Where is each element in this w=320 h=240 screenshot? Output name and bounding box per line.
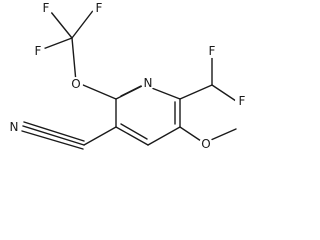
atom-label-o-ether: O: [71, 77, 80, 91]
bond-c6-chf2: [179, 84, 213, 100]
bond-c4-c3: [115, 126, 149, 146]
bond-c-o-ether: [71, 37, 77, 83]
bond-c3-ch2: [83, 126, 117, 146]
atom-f3: F: [31, 44, 45, 58]
bond-ch2-cn-a: [22, 125, 85, 146]
atom-label-f3: F: [35, 44, 42, 58]
bond-ch2-cn-b: [21, 130, 84, 150]
bond-c4-c3-inner: [120, 123, 148, 140]
atom-n-nitrile: N: [7, 120, 21, 134]
atom-o-methoxy: O: [199, 137, 213, 151]
atom-f4: F: [205, 44, 219, 58]
atom-n-ring: N: [141, 76, 155, 90]
atom-f5: F: [235, 94, 249, 108]
bond-f2-c: [71, 7, 96, 39]
atom-label-n-ring: N: [144, 76, 153, 90]
atom-label-f5: F: [239, 94, 246, 108]
atom-label-f4: F: [209, 44, 216, 58]
bond-ch2-cn-c: [23, 121, 85, 142]
atom-f2: F: [92, 1, 106, 15]
atom-o-ether: O: [69, 77, 83, 91]
bond-chf2-f5: [211, 84, 237, 102]
atom-label-o-methoxy: O: [201, 137, 210, 151]
atom-label-f2: F: [96, 1, 103, 15]
molecule-structure-diagram: F F F O N F F N O: [7, 1, 249, 151]
atom-label-n-nitrile: N: [10, 120, 19, 134]
bond-f1-c: [50, 11, 73, 39]
atom-f1: F: [39, 1, 53, 15]
bond-c2-n-inner: [120, 84, 144, 97]
bond-c5-c4: [147, 126, 181, 146]
bond-c5-o-methoxy: [179, 126, 205, 144]
atom-label-f1: F: [43, 1, 50, 15]
bond-f3-c: [42, 37, 73, 50]
